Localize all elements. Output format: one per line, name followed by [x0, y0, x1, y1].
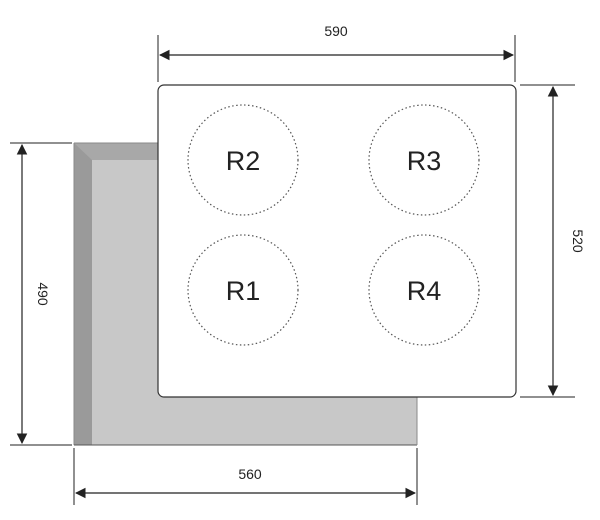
dimension-bottom-width: 560 [73, 448, 418, 505]
dimension-label-top: 590 [324, 23, 348, 39]
cutout-bevel [74, 143, 92, 445]
hob-panel [157, 84, 517, 398]
dimension-label-left: 490 [35, 282, 51, 306]
dimension-top-width: 590 [157, 23, 516, 82]
dimension-label-right: 520 [570, 229, 586, 253]
burner-r4: R4 [368, 234, 480, 346]
burner-r4-ring [368, 234, 480, 346]
dimension-label-bottom: 560 [238, 466, 262, 482]
burner-r3-ring [368, 104, 480, 216]
burner-r2-label: R2 [226, 146, 261, 176]
burner-r2-ring [187, 104, 299, 216]
dimension-left-height: 490 [10, 142, 72, 446]
burner-r2: R2 [187, 104, 299, 216]
burner-r1-label: R1 [226, 276, 261, 306]
burner-r1-ring [187, 234, 299, 346]
burner-r3: R3 [368, 104, 480, 216]
dimension-right-height: 520 [520, 84, 586, 398]
burner-r1: R1 [187, 234, 299, 346]
burner-r4-label: R4 [407, 276, 442, 306]
burner-r3-label: R3 [407, 146, 442, 176]
